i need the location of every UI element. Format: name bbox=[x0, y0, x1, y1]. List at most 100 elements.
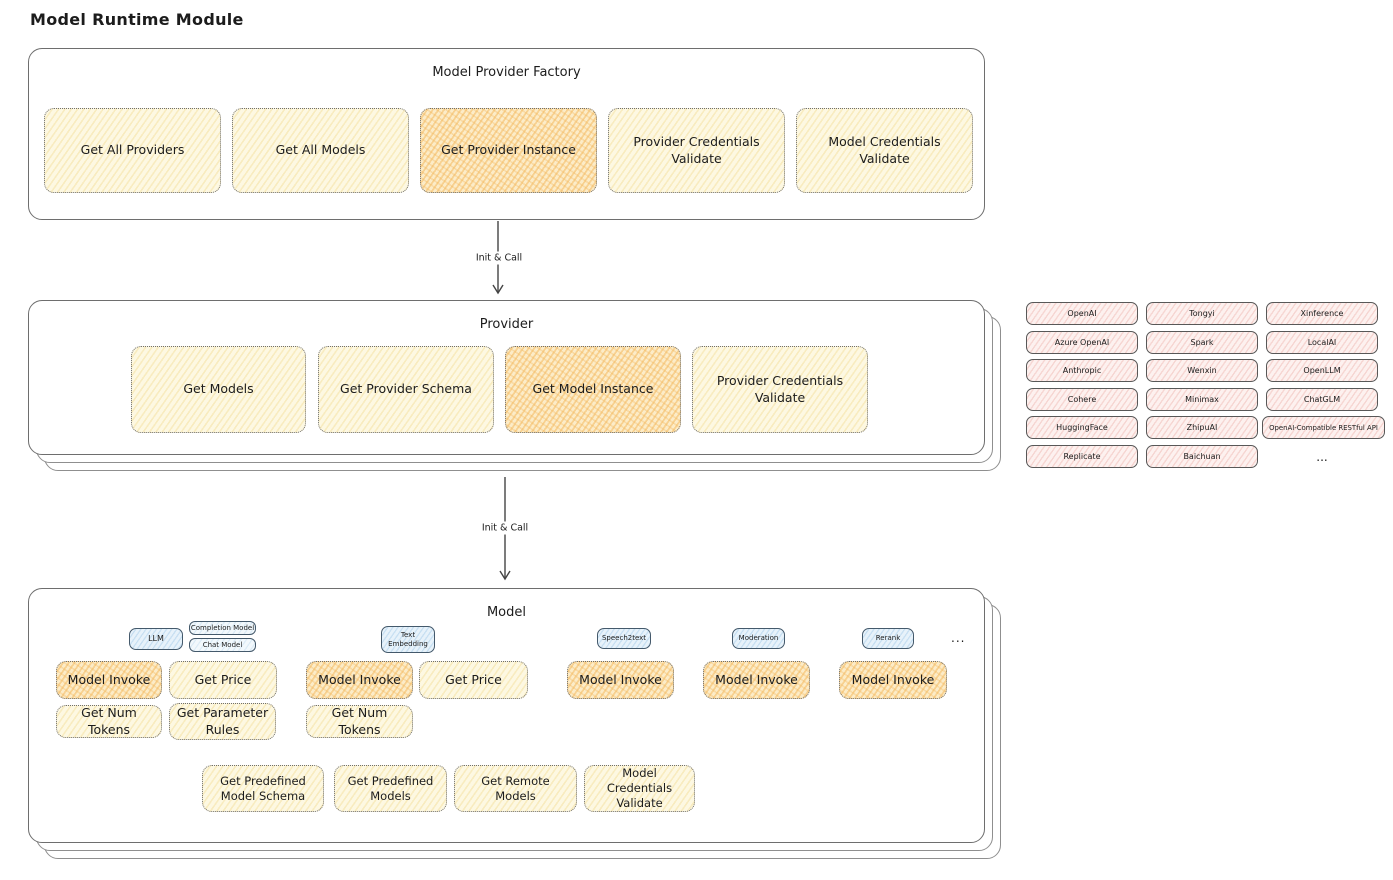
providers-ellipsis-label: ... bbox=[1316, 449, 1328, 464]
chip-label: Text Embedding bbox=[388, 631, 428, 648]
model-type-chip-text-embedding: Text Embedding bbox=[381, 626, 435, 653]
provider-chip-label: Spark bbox=[1190, 338, 1214, 347]
model-item-label: Model Credentials Validate bbox=[606, 766, 673, 810]
model-item-speech2text-model-invoke: Model Invoke bbox=[567, 661, 674, 699]
model-subtype-chip-chat-model: Chat Model bbox=[189, 638, 256, 652]
chip-label: Moderation bbox=[738, 634, 779, 643]
provider-chip-minimax: Minimax bbox=[1146, 388, 1258, 411]
provider-chip-label: Anthropic bbox=[1062, 366, 1102, 375]
factory-item-provider-credentials-validate: Provider Credentials Validate bbox=[608, 108, 785, 193]
chip-label: LLM bbox=[148, 634, 164, 644]
model-type-chip-moderation: Moderation bbox=[732, 628, 785, 649]
provider-chip-zhipuai: ZhipuAI bbox=[1146, 416, 1258, 439]
provider-item-provider-credentials-validate: Provider Credentials Validate bbox=[692, 346, 868, 433]
model-item-text-embedding-get-price: Get Price bbox=[419, 661, 528, 699]
provider-chip-baichuan: Baichuan bbox=[1146, 445, 1258, 468]
provider-item-label: Get Model Instance bbox=[532, 381, 654, 397]
factory-item-label: Get Provider Instance bbox=[441, 142, 576, 158]
provider-item-get-provider-schema: Get Provider Schema bbox=[318, 346, 494, 433]
provider-chip-label: Tongyi bbox=[1189, 309, 1215, 318]
provider-chip-label: Minimax bbox=[1185, 395, 1219, 404]
provider-chip-label: ChatGLM bbox=[1303, 395, 1341, 404]
provider-box: Provider Get Models Get Provider Schema … bbox=[28, 300, 985, 455]
factory-item-label: Provider Credentials Validate bbox=[633, 134, 760, 166]
model-item-llm-get-price: Get Price bbox=[169, 661, 277, 699]
model-box: Model LLM Completion Model Chat Model Te… bbox=[28, 588, 985, 843]
chip-label: Speech2text bbox=[601, 634, 647, 643]
factory-item-label: Get All Models bbox=[275, 142, 366, 158]
factory-item-label: Model Credentials Validate bbox=[828, 134, 941, 166]
model-item-label: Model Invoke bbox=[579, 671, 662, 687]
model-item-label: Get Predefined Model Schema bbox=[220, 773, 306, 803]
provider-chip-label: ZhipuAI bbox=[1186, 423, 1218, 432]
model-item-model-credentials-validate: Model Credentials Validate bbox=[584, 765, 695, 812]
chip-label: Completion Model bbox=[190, 623, 255, 632]
provider-chip-spark: Spark bbox=[1146, 331, 1258, 354]
provider-chip-label: LocalAI bbox=[1307, 338, 1337, 347]
provider-chip-chatglm: ChatGLM bbox=[1266, 388, 1378, 411]
provider-chip-label: OpenAI-Compatible RESTful API bbox=[1269, 423, 1378, 432]
model-item-rerank-model-invoke: Model Invoke bbox=[839, 661, 947, 699]
model-item-label: Model Invoke bbox=[851, 671, 935, 687]
provider-chip-localai: LocalAI bbox=[1266, 331, 1378, 354]
provider-title: Provider bbox=[479, 317, 534, 332]
model-type-chip-rerank: Rerank bbox=[862, 628, 914, 649]
model-title: Model bbox=[486, 605, 527, 620]
factory-item-model-credentials-validate: Model Credentials Validate bbox=[796, 108, 973, 193]
provider-chip-openai-compatible: OpenAI-Compatible RESTful API bbox=[1262, 416, 1385, 439]
model-item-label: Get Price bbox=[445, 671, 502, 687]
model-item-label: Get Num Tokens bbox=[81, 705, 137, 737]
model-item-get-predefined-models: Get Predefined Models bbox=[334, 765, 447, 812]
factory-item-get-all-providers: Get All Providers bbox=[44, 108, 221, 193]
model-subtype-chip-completion-model: Completion Model bbox=[189, 621, 256, 635]
provider-chip-openllm: OpenLLM bbox=[1266, 359, 1378, 382]
model-item-text-embedding-get-num-tokens: Get Num Tokens bbox=[306, 705, 413, 738]
model-type-chip-speech2text: Speech2text bbox=[597, 628, 651, 649]
provider-chip-label: Cohere bbox=[1067, 395, 1097, 404]
model-item-label: Get Parameter Rules bbox=[176, 705, 269, 737]
model-item-label: Get Predefined Models bbox=[347, 773, 434, 803]
provider-chip-azure-openai: Azure OpenAI bbox=[1026, 331, 1138, 354]
provider-item-get-models: Get Models bbox=[131, 346, 306, 433]
provider-chip-huggingface: HuggingFace bbox=[1026, 416, 1138, 439]
provider-chip-wenxin: Wenxin bbox=[1146, 359, 1258, 382]
factory-item-label: Get All Providers bbox=[80, 142, 185, 158]
provider-chip-openai: OpenAI bbox=[1026, 302, 1138, 325]
model-item-label: Get Remote Models bbox=[481, 773, 550, 803]
providers-ellipsis: ... bbox=[1266, 445, 1378, 468]
model-types-ellipsis: ... bbox=[951, 631, 966, 645]
chip-label: Chat Model bbox=[202, 640, 243, 649]
init-call-label: Init & Call bbox=[471, 251, 527, 265]
factory-box: Model Provider Factory Get All Providers… bbox=[28, 48, 985, 220]
model-item-label: Model Invoke bbox=[67, 671, 151, 687]
model-item-get-remote-models: Get Remote Models bbox=[454, 765, 577, 812]
factory-item-get-provider-instance: Get Provider Instance bbox=[420, 108, 597, 193]
provider-item-label: Provider Credentials Validate bbox=[716, 373, 844, 405]
provider-chip-label: Xinference bbox=[1300, 309, 1344, 318]
provider-chip-xinference: Xinference bbox=[1266, 302, 1378, 325]
model-item-label: Model Invoke bbox=[318, 671, 401, 687]
model-item-label: Model Invoke bbox=[715, 671, 798, 687]
provider-chip-cohere: Cohere bbox=[1026, 388, 1138, 411]
provider-chip-label: Azure OpenAI bbox=[1054, 338, 1110, 347]
provider-item-label: Get Models bbox=[183, 381, 254, 397]
model-item-text-embedding-model-invoke: Model Invoke bbox=[306, 661, 413, 699]
model-type-chip-llm: LLM bbox=[129, 628, 183, 650]
provider-chip-label: Baichuan bbox=[1183, 452, 1221, 461]
model-item-moderation-model-invoke: Model Invoke bbox=[703, 661, 810, 699]
model-item-llm-get-parameter-rules: Get Parameter Rules bbox=[169, 703, 276, 740]
factory-item-get-all-models: Get All Models bbox=[232, 108, 409, 193]
provider-item-get-model-instance: Get Model Instance bbox=[505, 346, 681, 433]
factory-title: Model Provider Factory bbox=[432, 65, 581, 80]
model-item-llm-model-invoke: Model Invoke bbox=[56, 661, 162, 699]
provider-chip-label: Replicate bbox=[1063, 452, 1101, 461]
provider-chip-label: OpenAI bbox=[1067, 309, 1097, 318]
provider-item-label: Get Provider Schema bbox=[340, 381, 472, 397]
provider-chip-replicate: Replicate bbox=[1026, 445, 1138, 468]
provider-chip-anthropic: Anthropic bbox=[1026, 359, 1138, 382]
model-item-label: Get Num Tokens bbox=[331, 705, 388, 737]
init-call-label: Init & Call bbox=[477, 521, 533, 535]
provider-chip-tongyi: Tongyi bbox=[1146, 302, 1258, 325]
chip-label: Rerank bbox=[875, 634, 901, 643]
